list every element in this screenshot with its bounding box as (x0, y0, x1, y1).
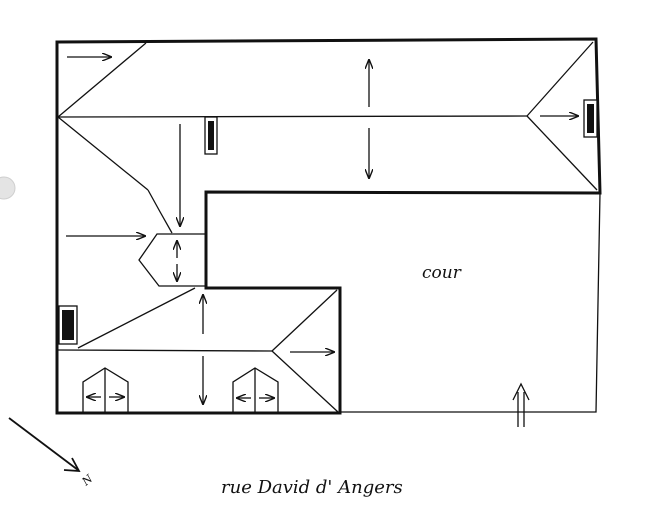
top-wing-roof (57, 41, 598, 234)
chimney-east-end-fill (587, 104, 594, 133)
chimney-west-wing-fill (62, 310, 74, 340)
chimney-top-wing-fill (208, 121, 214, 150)
courtyard-outline (340, 192, 601, 413)
north-arrow (8, 417, 81, 473)
bottom-wing-roof (57, 287, 339, 413)
courtyard-label: cour (422, 263, 462, 283)
courtyard-entrance-arrow (512, 382, 530, 427)
connector-gable (138, 233, 206, 287)
slope-arrows (66, 57, 578, 404)
dormer-right (232, 367, 279, 412)
north-label: N (79, 472, 96, 489)
building-outline (55, 37, 602, 415)
punch-hole (0, 176, 16, 200)
street-label: rue David d' Angers (221, 477, 403, 498)
dormer-left (82, 367, 129, 412)
